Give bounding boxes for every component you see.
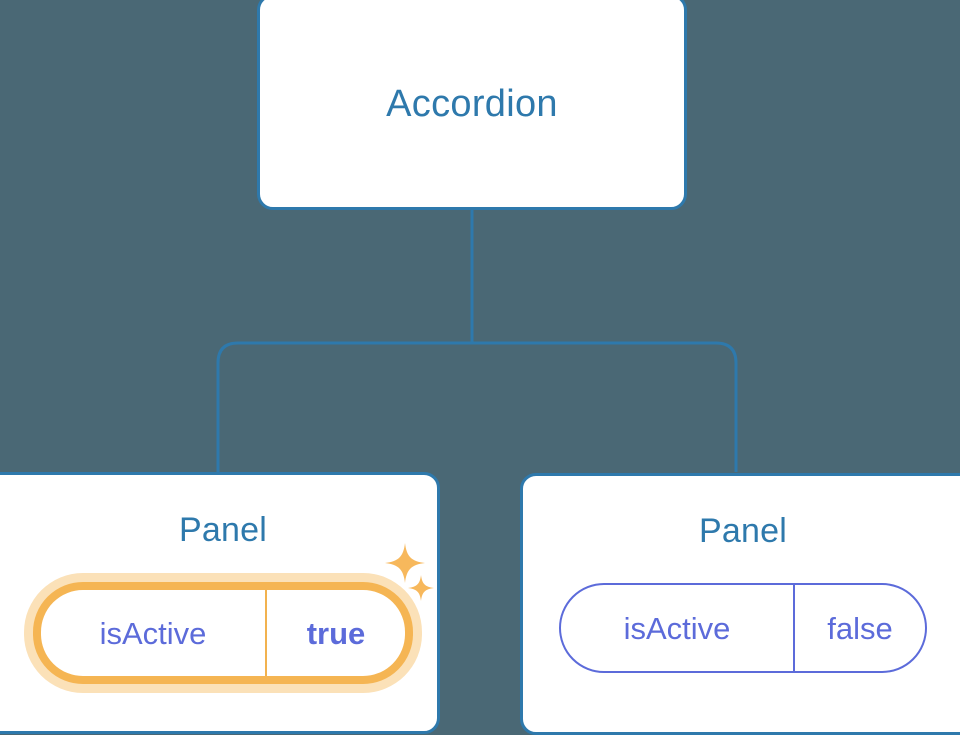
prop-pill-right-key: isActive [623,610,731,646]
prop-pill-left-value: true [265,590,405,676]
node-panel-left-title: Panel [179,511,267,549]
prop-pill-isactive-false[interactable]: isActive false [559,583,927,673]
node-panel-left[interactable]: Panel isActive true [0,472,440,734]
node-panel-right[interactable]: Panel isActive false [520,473,960,735]
node-panel-right-title: Panel [699,512,787,550]
prop-pill-left-key: isActive [99,615,207,651]
node-accordion-title: Accordion [386,83,558,125]
prop-pill-isactive-true[interactable]: isActive true [33,582,413,684]
node-accordion[interactable]: Accordion [257,0,687,210]
prop-pill-left-wrapper: isActive true [3,582,443,684]
prop-pill-right-wrapper: isActive false [523,583,960,673]
connector-branch-bus [216,341,738,472]
prop-pill-right-value: false [793,585,925,671]
